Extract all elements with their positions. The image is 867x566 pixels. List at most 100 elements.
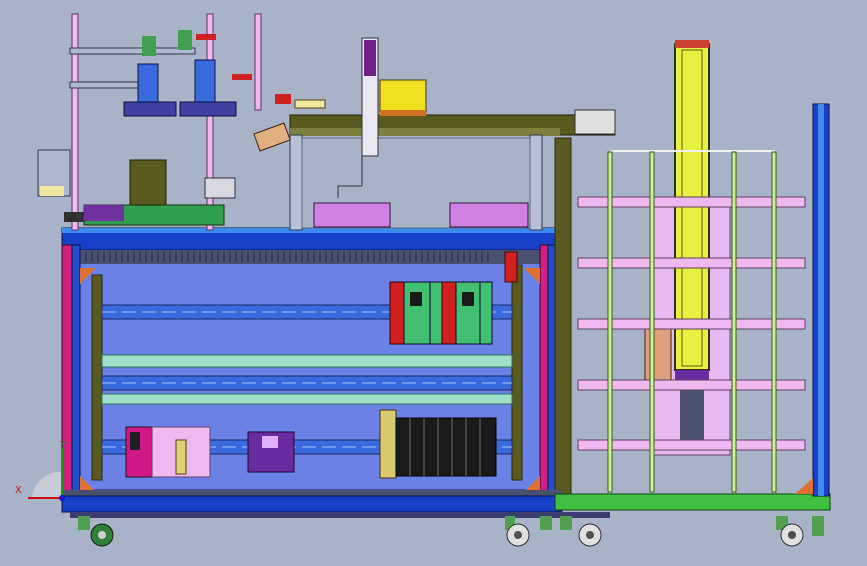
clamp-green-2 xyxy=(178,30,192,50)
lift-column-cap xyxy=(675,40,709,48)
rack-uprights xyxy=(607,151,777,493)
module-pink-label xyxy=(175,439,187,475)
rack-right-post-highlight xyxy=(818,104,824,496)
clamp-red-1 xyxy=(196,34,216,40)
wheel-2 xyxy=(505,516,530,547)
top-vent-strip xyxy=(80,250,540,264)
inner-left-upright xyxy=(91,274,103,481)
optics-base-block xyxy=(84,205,124,221)
top-deck-highlight xyxy=(62,228,558,233)
z-axis-cable xyxy=(337,156,363,198)
clamp-green-1 xyxy=(142,36,156,56)
shelf-2 xyxy=(577,257,806,269)
tray-right xyxy=(449,202,529,228)
optics-post-2 xyxy=(206,13,214,231)
drive-green-4 xyxy=(479,281,493,345)
shelf-4 xyxy=(577,379,806,391)
side-bracket-pad xyxy=(40,186,64,196)
lens-tube-2 xyxy=(194,59,216,103)
shelf-5 xyxy=(577,439,806,451)
gantry-end-motor xyxy=(574,109,616,135)
rack-gusset xyxy=(795,478,813,494)
lower-modules xyxy=(125,409,497,479)
clamp-red-3 xyxy=(275,94,291,104)
lift-gripper xyxy=(644,325,672,387)
red-bracket xyxy=(504,251,518,283)
storage-rack xyxy=(577,40,830,497)
left-post-inner xyxy=(71,244,81,496)
shelf-1 xyxy=(577,196,806,208)
drive-green-3 xyxy=(455,281,481,345)
left-post-outer xyxy=(61,244,73,496)
y-axis-label: Y xyxy=(60,440,67,451)
rack-rod-1 xyxy=(607,151,613,493)
drive-display-1 xyxy=(410,292,422,306)
optics-mount xyxy=(129,159,167,206)
base-frame xyxy=(61,490,831,518)
rack-shelves xyxy=(577,196,806,451)
clamp-red-2 xyxy=(232,74,252,80)
drive-bank-dark xyxy=(395,417,497,477)
gusset-top-right xyxy=(524,268,540,284)
module-magenta-display xyxy=(130,432,140,450)
side-connector xyxy=(64,212,84,222)
lift-carriage xyxy=(675,370,709,380)
right-post-outer xyxy=(539,244,549,496)
olive-divider-column xyxy=(554,137,572,496)
module-purple-indicator xyxy=(262,436,278,448)
rack-bottom-rail xyxy=(554,493,831,511)
gantry-station xyxy=(289,37,616,231)
optics-station xyxy=(37,13,326,231)
wheel-4 xyxy=(776,516,824,547)
wheel-3 xyxy=(540,516,602,547)
servo-drives-upper xyxy=(389,281,493,345)
tray-left xyxy=(313,202,391,228)
gantry-window xyxy=(301,137,531,229)
rack-rod-3 xyxy=(731,151,737,493)
rack-rod-4 xyxy=(771,151,777,493)
wire-duct-1 xyxy=(101,354,513,368)
triad-plane xyxy=(32,471,62,498)
drive-red-1 xyxy=(389,281,405,345)
gusset-top-left xyxy=(80,268,96,284)
top-vent-slots xyxy=(85,252,489,262)
module-purple-plc xyxy=(247,431,295,473)
laser-tip xyxy=(294,99,326,109)
gantry-leg-right xyxy=(529,134,543,231)
z-axis-motor xyxy=(379,79,427,113)
base-underside xyxy=(70,512,610,518)
wheel-1 xyxy=(78,516,114,547)
gantry-leg-left xyxy=(289,134,303,231)
motor-base xyxy=(380,110,426,116)
gusset-bottom-right xyxy=(524,476,540,492)
coordinate-triad xyxy=(28,448,65,501)
optics-rail-block xyxy=(204,177,236,199)
drive-bank-dividers xyxy=(409,418,481,476)
bottom-vent-strip xyxy=(62,490,562,498)
stage-plate-2 xyxy=(179,101,237,117)
shelf-3 xyxy=(577,318,806,330)
z-axis-dot xyxy=(59,495,65,501)
gantry-beam-face xyxy=(290,128,560,136)
bottom-rail xyxy=(61,495,563,513)
rack-rod-2 xyxy=(649,151,655,493)
lift-column-inner xyxy=(681,49,703,367)
lens-tube-1 xyxy=(137,63,159,103)
stage-plate-1 xyxy=(123,101,177,117)
x-axis-label: X xyxy=(15,485,22,496)
drive-green-1 xyxy=(403,281,431,345)
z-axis-cap xyxy=(364,40,376,76)
optics-arm-1 xyxy=(69,47,196,55)
inner-right-upright xyxy=(511,264,523,481)
drive-display-2 xyxy=(462,292,474,306)
optics-post-1 xyxy=(71,13,79,231)
drive-red-2 xyxy=(441,281,457,345)
drive-beige xyxy=(379,409,397,479)
gusset-bottom-left xyxy=(80,476,96,492)
optics-post-3 xyxy=(254,13,262,111)
caster-wheels xyxy=(78,516,824,547)
wire-duct-2 xyxy=(101,393,513,405)
angled-camera xyxy=(253,122,291,152)
